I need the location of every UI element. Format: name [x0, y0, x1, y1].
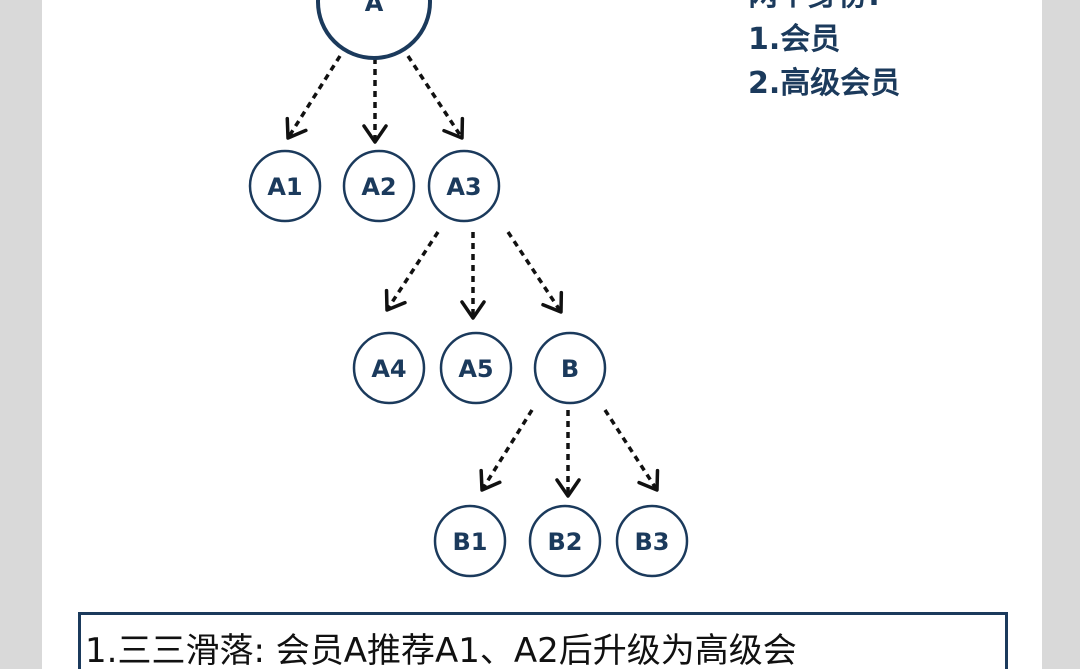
rule-text: 1.三三滑落: 会员A推荐A1、A2后升级为高级会: [85, 631, 797, 669]
node-a4-circle: [352, 331, 426, 405]
node-a-label: A: [365, 0, 384, 17]
arrow-a-to-a2: [362, 58, 388, 144]
node-a1: A1: [248, 149, 322, 223]
node-b-circle: [533, 331, 607, 405]
node-a2: A2: [342, 149, 416, 223]
node-b2-label: B2: [548, 528, 583, 556]
arrow-a3-to-a4: [384, 231, 440, 312]
node-a5-label: A5: [458, 355, 493, 383]
arrow-a-to-a3: [406, 55, 465, 140]
identity-legend: 两个身份: 1.会员 2.高级会员: [748, 0, 900, 106]
legend-item-premium-member: 2.高级会员: [748, 66, 901, 101]
node-a2-label: A2: [361, 173, 396, 201]
arrow-b-to-b3: [603, 409, 660, 492]
node-a2-circle: [342, 149, 416, 223]
legend-title: 两个身份:: [748, 0, 900, 18]
node-a5-circle: [439, 331, 513, 405]
arrow-a3-to-a5: [460, 232, 486, 320]
node-b3-label: B3: [635, 528, 670, 556]
node-a3-circle: [427, 149, 501, 223]
legend-item-member: 1.会员: [748, 22, 841, 57]
node-a1-circle: [248, 149, 322, 223]
node-b1: B1: [433, 504, 507, 578]
node-a4-label: A4: [371, 355, 406, 383]
edges-layer: [285, 55, 660, 498]
node-b: B: [533, 331, 607, 405]
node-a: A: [316, 0, 432, 60]
rule-text-box: 1.三三滑落: 会员A推荐A1、A2后升级为高级会: [78, 612, 1008, 669]
node-a-circle: [316, 0, 432, 60]
node-b-label: B: [561, 355, 579, 383]
node-a4: A4: [352, 331, 426, 405]
node-b2: B2: [528, 504, 602, 578]
node-b1-label: B1: [453, 528, 488, 556]
arrow-a3-to-b: [506, 231, 564, 314]
node-b3: B3: [615, 504, 689, 578]
node-a5: A5: [439, 331, 513, 405]
arrow-a-to-a1: [285, 55, 342, 140]
node-b1-circle: [433, 504, 507, 578]
node-b2-circle: [528, 504, 602, 578]
node-a3: A3: [427, 149, 501, 223]
node-a1-label: A1: [267, 173, 302, 201]
node-a3-label: A3: [446, 173, 481, 201]
node-b3-circle: [615, 504, 689, 578]
arrow-b-to-b2: [555, 410, 581, 498]
arrow-b-to-b1: [479, 409, 534, 492]
